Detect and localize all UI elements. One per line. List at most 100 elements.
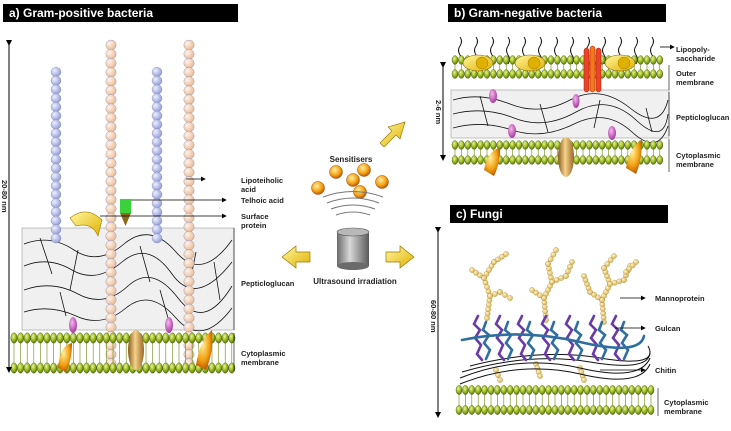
blue-chain-bead bbox=[151, 233, 163, 244]
lipid-head bbox=[10, 332, 18, 344]
peptidoglycan-strand bbox=[59, 291, 67, 317]
peach-chain-bead bbox=[183, 149, 195, 160]
lipid-head bbox=[103, 362, 110, 374]
mannoprotein-bead bbox=[483, 271, 490, 277]
lipid-head bbox=[541, 69, 548, 79]
lipid-head bbox=[221, 332, 229, 344]
mannoprotein-bead bbox=[604, 261, 611, 267]
peach-chain-bead bbox=[183, 267, 195, 278]
arrow-to-gram-negative bbox=[379, 121, 406, 148]
peach-chain-bead bbox=[105, 121, 117, 133]
lipid-head bbox=[30, 332, 38, 344]
peach-chain-bead bbox=[105, 103, 117, 114]
blue-chain-bead bbox=[50, 207, 62, 217]
lipid-head bbox=[228, 332, 236, 344]
mannoprotein-bead bbox=[548, 274, 554, 281]
mannoprotein-bead bbox=[607, 281, 613, 287]
lipid-head bbox=[554, 69, 561, 79]
peach-chain-bead bbox=[183, 276, 195, 287]
mannoprotein-bead bbox=[469, 267, 475, 273]
inner-membrane-protein bbox=[626, 140, 642, 174]
lipid-head bbox=[571, 405, 578, 415]
blue-chain-bead bbox=[151, 137, 163, 147]
lipid-head bbox=[564, 385, 571, 395]
peach-chain-bead bbox=[183, 167, 195, 178]
glucan-chain bbox=[481, 320, 492, 361]
lipid-head bbox=[656, 155, 663, 165]
peptidoglycan-strand bbox=[39, 237, 53, 275]
mannoprotein-bead bbox=[611, 279, 618, 286]
membrane-label-c: Cytoplasmic membrane bbox=[664, 398, 709, 416]
mannoprotein-bead bbox=[601, 265, 607, 271]
lipoteichoic-acid-label: Lipoteiholic acid bbox=[241, 176, 284, 194]
inner-membrane-protein bbox=[484, 148, 500, 176]
blue-chain-bead bbox=[151, 163, 163, 174]
peach-chain-bead bbox=[183, 285, 195, 296]
lipid-head bbox=[547, 69, 555, 79]
lipid-head bbox=[494, 385, 501, 395]
sensitiser-particles bbox=[311, 163, 389, 199]
lipid-head bbox=[567, 55, 574, 65]
peach-chain-bead bbox=[183, 176, 195, 187]
lipid-head bbox=[637, 69, 644, 79]
glucan-chain bbox=[573, 320, 584, 361]
lipid-head bbox=[507, 385, 514, 395]
glucan-label: Gulcan bbox=[655, 324, 681, 333]
outer-membrane-proteins bbox=[462, 54, 636, 72]
mannoprotein-bead bbox=[563, 273, 569, 279]
mannoprotein-bead bbox=[611, 253, 617, 259]
teichoic-acid-label: Telhoic acid bbox=[241, 196, 284, 205]
lipid-head bbox=[195, 332, 203, 344]
lipid-head bbox=[551, 405, 559, 415]
peach-chain-bead bbox=[183, 58, 195, 69]
porin-channel bbox=[583, 45, 602, 93]
mannoprotein-bead bbox=[499, 253, 505, 260]
lipid-head bbox=[647, 385, 655, 395]
mannoprotein-bead bbox=[549, 279, 555, 285]
blue-chain-bead bbox=[50, 93, 62, 104]
lipid-head bbox=[50, 362, 57, 374]
peptidoglycan-strand bbox=[213, 261, 221, 301]
lipid-head bbox=[221, 362, 229, 374]
lipid-head bbox=[168, 332, 176, 344]
peptidoglycan-label-b: Pepticloglucan bbox=[676, 113, 730, 122]
lipid-head bbox=[573, 55, 580, 65]
lipid-head bbox=[519, 405, 527, 415]
lipid-head bbox=[592, 140, 599, 150]
peach-chain-bead bbox=[105, 303, 117, 315]
lipid-head bbox=[615, 405, 623, 415]
blue-chain-bead bbox=[151, 75, 163, 86]
scale-label-c: 60-80 nm bbox=[429, 300, 438, 333]
lipid-head bbox=[647, 405, 655, 415]
lipid-head bbox=[468, 405, 475, 415]
lipid-head bbox=[155, 362, 163, 374]
lipid-head bbox=[496, 69, 503, 79]
lipid-head bbox=[464, 155, 471, 165]
blue-chain-bead bbox=[151, 128, 163, 139]
membrane-label-b: Cytoplasmic membrane bbox=[676, 151, 721, 169]
lipid-head bbox=[599, 140, 606, 150]
peach-chain-bead bbox=[183, 185, 195, 196]
lipid-head bbox=[573, 155, 580, 165]
lipid-head bbox=[23, 362, 31, 374]
lipid-head bbox=[483, 140, 491, 150]
blue-chain-bead bbox=[50, 119, 62, 130]
lipid-head bbox=[490, 69, 497, 79]
lipid-head bbox=[547, 155, 555, 165]
lipid-head bbox=[631, 69, 638, 79]
lipid-head bbox=[590, 385, 597, 395]
lipid-head bbox=[142, 362, 150, 374]
peach-chain-bead bbox=[105, 294, 117, 305]
lipid-head bbox=[545, 385, 552, 395]
porin-protein-core bbox=[617, 56, 631, 70]
mannoprotein-bead bbox=[553, 247, 559, 253]
sensitiser-particle bbox=[346, 173, 360, 187]
mannoprotein-bead bbox=[569, 259, 575, 265]
lipid-head bbox=[83, 362, 91, 374]
blue-chain-bead bbox=[151, 119, 163, 130]
lipid-head bbox=[182, 362, 190, 374]
lipid-head bbox=[228, 362, 236, 374]
lipid-head bbox=[577, 385, 584, 395]
lipid-head bbox=[477, 155, 484, 165]
